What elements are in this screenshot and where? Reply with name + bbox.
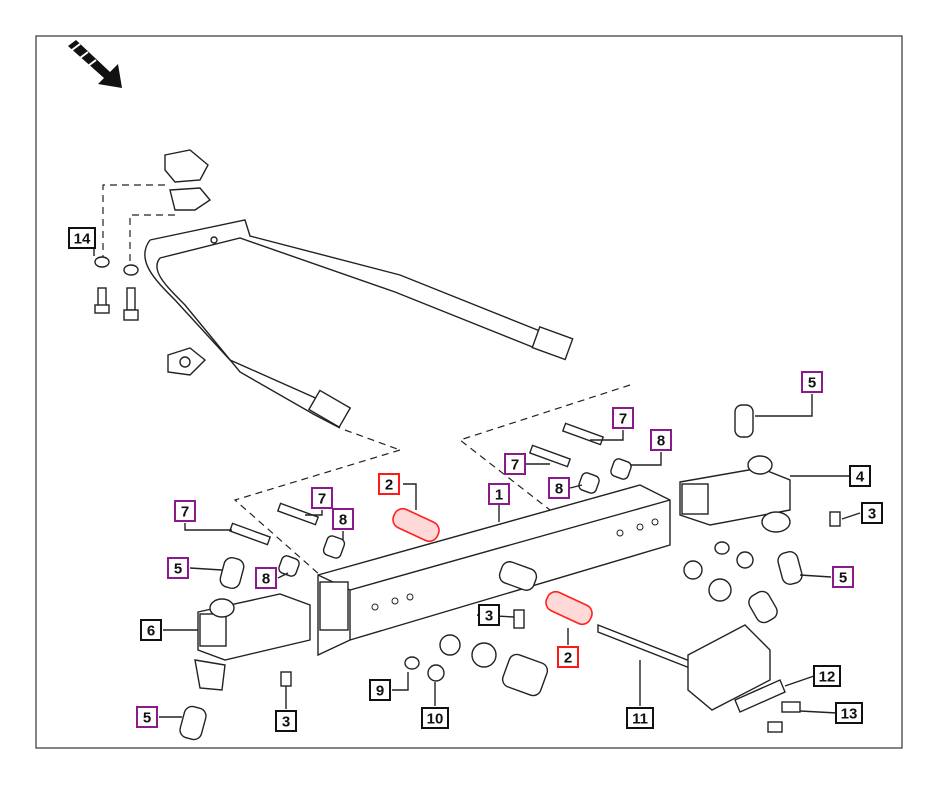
callout-part-13: 13 (835, 702, 863, 724)
callout-number: 8 (555, 481, 563, 498)
callout-part-1: 1 (488, 483, 510, 505)
callout-part-5: 5 (167, 557, 189, 579)
callout-box (557, 646, 579, 668)
callout-box (504, 453, 526, 475)
callout-part-5: 5 (832, 566, 854, 588)
callout-box (174, 500, 196, 522)
callout-box (140, 619, 162, 641)
callout-number: 1 (495, 487, 503, 504)
callout-box (478, 604, 500, 626)
callout-number: 12 (819, 669, 836, 686)
callout-number: 5 (143, 710, 151, 727)
callout-box (861, 502, 883, 524)
callout-box (136, 706, 158, 728)
callout-box (275, 710, 297, 732)
callout-part-8: 8 (548, 477, 570, 499)
callout-number: 3 (485, 608, 493, 625)
callout-part-5: 5 (136, 706, 158, 728)
callout-part-12: 12 (813, 665, 841, 687)
callout-number: 7 (318, 491, 326, 508)
callout-part-3: 3 (275, 710, 297, 732)
callout-part-7: 7 (174, 500, 196, 522)
callout-part-6: 6 (140, 619, 162, 641)
assembly-dashes (102, 184, 631, 576)
callout-part-2: 2 (378, 473, 400, 495)
callout-box (369, 679, 391, 701)
left-hitch-box (194, 593, 311, 691)
callout-number: 4 (856, 469, 865, 486)
callout-box (68, 227, 96, 249)
callout-part-14: 14 (68, 227, 96, 249)
callout-part-8: 8 (255, 567, 277, 589)
drawbar-frame (144, 219, 574, 429)
callout-number: 10 (427, 711, 444, 728)
callout-box (311, 487, 333, 509)
callout-number: 6 (147, 623, 155, 640)
callout-box (378, 473, 400, 495)
callout-part-3: 3 (478, 604, 500, 626)
callout-number: 2 (385, 477, 393, 494)
callout-box (801, 371, 823, 393)
callout-number: 7 (181, 504, 189, 521)
callout-box (626, 707, 654, 729)
callout-part-3: 3 (861, 502, 883, 524)
callout-number: 5 (174, 561, 182, 578)
callout-box (548, 477, 570, 499)
callout-number: 7 (619, 411, 627, 428)
callout-part-7: 7 (612, 407, 634, 429)
callout-part-2: 2 (557, 646, 579, 668)
callout-box (835, 702, 863, 724)
callout-part-8: 8 (650, 429, 672, 451)
right-hitch-box (679, 455, 791, 533)
callout-number: 3 (868, 506, 876, 523)
callout-number: 8 (657, 433, 665, 450)
callout-box (255, 567, 277, 589)
callout-part-7: 7 (504, 453, 526, 475)
pin-part-2 (392, 507, 593, 626)
callout-number: 8 (339, 512, 347, 529)
callout-number: 13 (841, 706, 858, 723)
callout-box (813, 665, 841, 687)
callout-part-8: 8 (332, 508, 354, 530)
hardware-14 (94, 256, 139, 321)
callout-number: 3 (282, 714, 290, 731)
callout-number: 2 (564, 650, 572, 667)
callout-number: 8 (262, 571, 270, 588)
callout-number: 14 (74, 231, 91, 248)
callout-box (332, 508, 354, 530)
callout-number: 11 (632, 711, 648, 728)
callout-number: 5 (839, 570, 847, 587)
callout-part-11: 11 (626, 707, 654, 729)
callout-part-5: 5 (801, 371, 823, 393)
callout-box (488, 483, 510, 505)
callout-box (612, 407, 634, 429)
front-direction-arrow-icon (68, 40, 122, 88)
callout-part-4: 4 (849, 465, 871, 487)
callout-number: 9 (376, 683, 384, 700)
callout-box (650, 429, 672, 451)
main-beam (317, 484, 671, 657)
misc-parts (179, 404, 841, 741)
callout-box (421, 707, 449, 729)
callout-box (832, 566, 854, 588)
callout-number: 5 (808, 375, 816, 392)
diagram-frame (35, 35, 903, 749)
callout-number: 7 (511, 457, 519, 474)
callout-part-9: 9 (369, 679, 391, 701)
mounting-brackets (164, 149, 212, 376)
callout-part-10: 10 (421, 707, 449, 729)
callout-part-7: 7 (311, 487, 333, 509)
callout-box (849, 465, 871, 487)
callout-box (167, 557, 189, 579)
